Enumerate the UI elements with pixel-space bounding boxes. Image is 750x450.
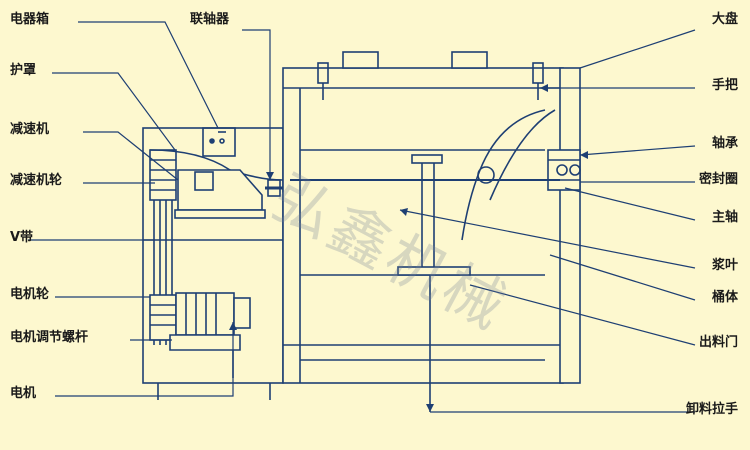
reducer-body bbox=[174, 169, 290, 219]
label-paddle: 浆叶 bbox=[711, 258, 738, 273]
arrow-handle bbox=[540, 84, 548, 92]
label-discharge-door: 出料门 bbox=[698, 335, 738, 350]
label-barrel: 桶体 bbox=[711, 290, 738, 305]
arrow-motor-adjust bbox=[229, 322, 237, 330]
arrow-bearing bbox=[580, 151, 588, 159]
bearing-assembly bbox=[547, 149, 581, 191]
control-panel-icon bbox=[202, 127, 236, 157]
label-main-shaft: 主轴 bbox=[711, 210, 738, 225]
label-big-cover: 大盘 bbox=[711, 12, 738, 27]
big-cover-door bbox=[461, 67, 581, 384]
main-shaft bbox=[290, 166, 560, 184]
label-motor-adjust-screw: 电机调节螺杆 bbox=[10, 330, 89, 345]
label-bearing: 轴承 bbox=[711, 136, 738, 151]
label-reducer-wheel: 减速机轮 bbox=[10, 173, 63, 188]
label-discharge-lever: 卸料拉手 bbox=[685, 402, 738, 417]
label-seal-ring: 密封圈 bbox=[698, 172, 738, 187]
label-v-belt: V带 bbox=[10, 230, 34, 245]
leader-lines-right bbox=[399, 29, 696, 413]
label-guard: 护罩 bbox=[10, 63, 37, 78]
motor-body bbox=[169, 292, 251, 378]
leader-lines-left bbox=[28, 21, 234, 397]
label-control-box: 电器箱 bbox=[10, 12, 50, 27]
arrow-discharge bbox=[426, 404, 434, 412]
label-coupling: 联轴器 bbox=[190, 12, 230, 27]
arrow-paddle bbox=[400, 208, 408, 216]
label-handle: 手把 bbox=[711, 78, 738, 93]
mixer-tank bbox=[282, 51, 564, 384]
leader-line-coupling bbox=[242, 29, 271, 180]
label-motor: 电机 bbox=[10, 386, 37, 401]
label-reducer: 减速机 bbox=[10, 122, 50, 137]
arrow-coupling bbox=[266, 172, 274, 180]
label-motor-wheel: 电机轮 bbox=[10, 287, 50, 302]
